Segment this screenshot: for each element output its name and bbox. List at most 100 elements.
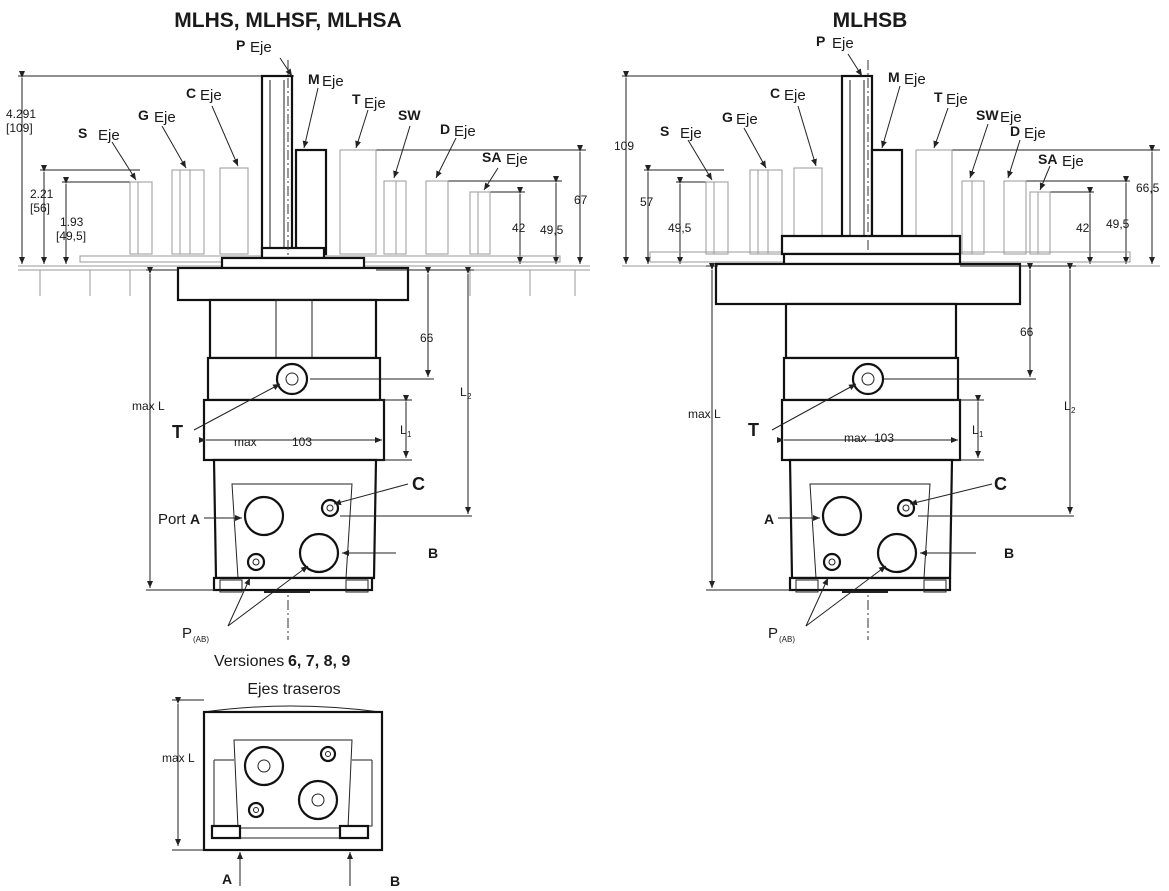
right-a-port xyxy=(821,495,863,537)
right-label-sa-word: Eje xyxy=(1062,153,1084,170)
left-dim-193-bracket: [49,5] xyxy=(56,229,86,243)
right-dim-max103-b: 103 xyxy=(874,431,894,445)
left-label-d-word: Eje xyxy=(454,123,476,140)
rear-subtitle: Ejes traseros xyxy=(247,681,340,698)
left-dim-overall-bracket: [109] xyxy=(6,121,33,135)
rear-b-port xyxy=(297,779,339,821)
left-label-p-word: Eje xyxy=(250,39,272,56)
left-port-label-b: B xyxy=(428,545,438,561)
right-t-port xyxy=(851,362,885,396)
rear-shaft-drawing: Versiones 6, 7, 8, 9 Ejes traseros max L… xyxy=(162,653,400,889)
right-motor-housing xyxy=(784,302,958,360)
left-label-m-code: M xyxy=(308,71,320,87)
left-label-s-code: S xyxy=(78,125,87,141)
left-shaft-outlines xyxy=(79,149,561,263)
rear-title-prefix: Versiones xyxy=(214,653,284,670)
right-port-label-p-sub: (AB) xyxy=(779,635,795,644)
left-port-label-c: C xyxy=(412,474,425,494)
right-label-d-word: Eje xyxy=(1024,125,1046,142)
left-label-sa-code: SA xyxy=(482,149,501,165)
right-drawing: MLHSB xyxy=(614,9,1160,644)
left-port-block xyxy=(212,458,378,580)
rear-port-label-a: A xyxy=(222,871,232,887)
rear-a-port xyxy=(243,745,285,787)
right-label-t-word: Eje xyxy=(946,91,968,108)
right-dim-42: 42 xyxy=(1076,221,1090,235)
rear-title-versions: 6, 7, 8, 9 xyxy=(288,653,350,670)
left-c-drain xyxy=(320,498,340,518)
right-port-label-a: A xyxy=(764,511,774,527)
right-c-drain xyxy=(896,498,916,518)
right-dim-495b: 49,5 xyxy=(1106,217,1130,231)
left-port-label-p: P xyxy=(182,625,192,642)
right-gerotor-section xyxy=(780,398,962,462)
right-port-label-p: P xyxy=(768,625,778,642)
left-dim-l2-sub: 2 xyxy=(467,392,472,401)
left-port-label-t: T xyxy=(172,422,183,442)
left-label-m-word: Eje xyxy=(322,73,344,90)
right-dim-57: 57 xyxy=(640,195,654,209)
right-label-s-code: S xyxy=(660,123,669,139)
left-dim-max103-b: 103 xyxy=(292,435,312,449)
right-label-sa-code: SA xyxy=(1038,151,1057,167)
left-gerotor-section xyxy=(202,398,386,462)
right-label-p-word: Eje xyxy=(832,35,854,52)
left-dim-221: 2.21 xyxy=(30,187,54,201)
right-label-g-code: G xyxy=(722,109,733,125)
right-dim-l2-sub: 2 xyxy=(1071,406,1076,415)
right-label-d-code: D xyxy=(1010,123,1020,139)
right-dim-l1: L xyxy=(972,423,979,437)
left-label-c-word: Eje xyxy=(200,87,222,104)
left-label-t-code: T xyxy=(352,91,361,107)
right-port-label-t: T xyxy=(748,420,759,440)
left-label-p-code: P xyxy=(236,37,245,53)
left-m-shaft xyxy=(294,148,328,256)
right-title: MLHSB xyxy=(833,9,908,32)
right-label-t-code: T xyxy=(934,89,943,105)
left-dim-495: 49,5 xyxy=(540,223,564,237)
right-label-m-code: M xyxy=(888,69,900,85)
right-label-s-word: Eje xyxy=(680,125,702,142)
left-port-label-a-prefix: Port xyxy=(158,511,186,528)
left-dim-66: 66 xyxy=(420,331,434,345)
left-motor-housing xyxy=(208,298,378,360)
left-label-s-word: Eje xyxy=(98,127,120,144)
left-label-sw-code: SW xyxy=(398,107,421,123)
left-mounting-flange xyxy=(176,266,410,302)
left-label-c-code: C xyxy=(186,85,196,101)
left-label-g-code: G xyxy=(138,107,149,123)
left-a-port xyxy=(243,495,285,537)
right-b-port xyxy=(876,532,918,574)
left-dim-67: 67 xyxy=(574,193,588,207)
left-port-label-p-sub: (AB) xyxy=(193,635,209,644)
right-bearing-housing xyxy=(780,234,962,256)
right-label-p-code: P xyxy=(816,33,825,49)
left-dim-221-bracket: [56] xyxy=(30,201,50,215)
left-t-port xyxy=(275,362,309,396)
right-label-sw-word: Eje xyxy=(1000,109,1022,126)
left-dim-max103-a: max xyxy=(234,435,257,449)
right-dim-495a: 49,5 xyxy=(668,221,692,235)
right-mounting-flange xyxy=(714,262,1022,306)
left-p-shaft xyxy=(260,74,294,256)
rear-dim-maxl: max L xyxy=(162,751,195,765)
right-dim-665: 66,5 xyxy=(1136,181,1160,195)
right-dim-l1-sub: 1 xyxy=(979,430,984,439)
left-label-g-word: Eje xyxy=(154,109,176,126)
left-label-t-word: Eje xyxy=(364,95,386,112)
rear-port-label-b: B xyxy=(390,873,400,889)
left-drawing: MLHS, MLHSF, MLHSA xyxy=(6,9,590,644)
right-label-c-word: Eje xyxy=(784,87,806,104)
left-dim-193: 1.93 xyxy=(60,215,84,229)
right-label-m-word: Eje xyxy=(904,71,926,88)
right-dim-66: 66 xyxy=(1020,325,1034,339)
left-port-label-a: A xyxy=(190,511,200,527)
right-dim-max103-a: max xyxy=(844,431,867,445)
right-label-sw-code: SW xyxy=(976,107,999,123)
left-dim-l2: L xyxy=(460,385,467,399)
right-dim-overall: 109 xyxy=(614,139,634,153)
left-title: MLHS, MLHSF, MLHSA xyxy=(174,9,401,32)
left-dim-l1: L xyxy=(400,423,407,437)
left-label-sa-word: Eje xyxy=(506,151,528,168)
right-dim-l2: L xyxy=(1064,399,1071,413)
